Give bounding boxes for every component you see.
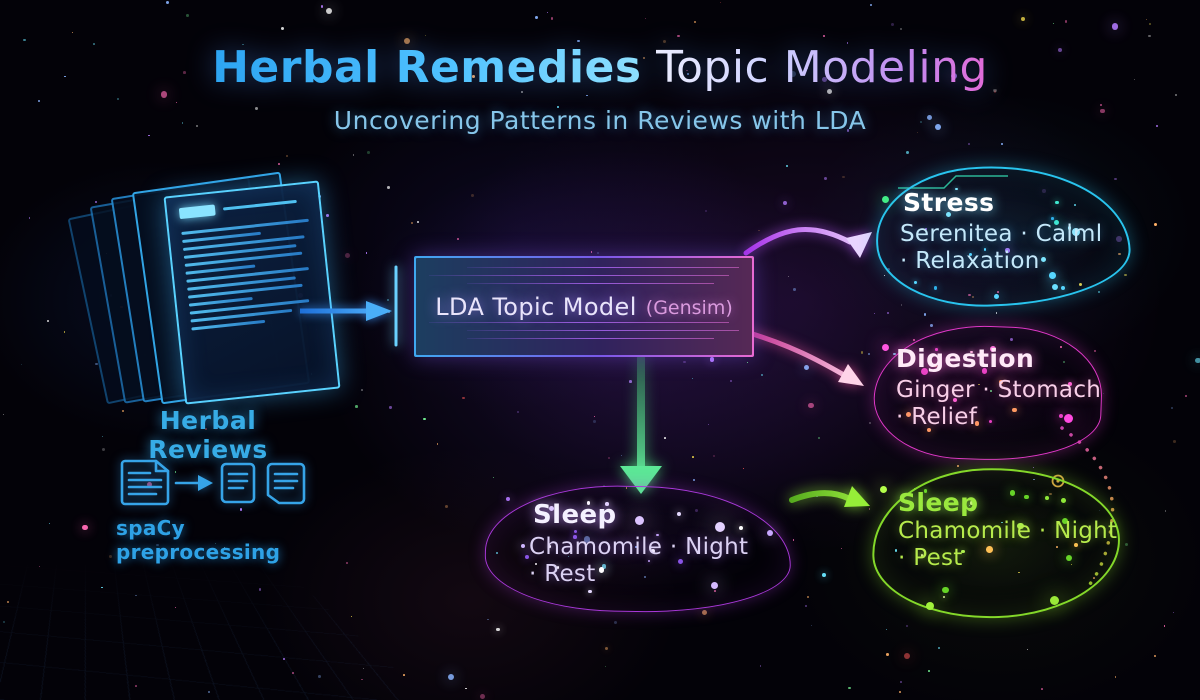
document-text-lines [181, 218, 319, 336]
lda-model-box: LDA Topic Model (Gensim) [414, 256, 754, 357]
perspective-grid [0, 559, 430, 700]
keywords-line: Chamomile · Night [898, 518, 1118, 544]
document-stack-illustration [67, 171, 341, 412]
preprocessing-icons [120, 459, 306, 506]
title-highlight: Herbal Remedies [212, 42, 642, 93]
keywords-line: · Pest [898, 545, 963, 571]
cluster-sleep-bottom: Sleep Chamomile · Night · Rest [483, 483, 793, 615]
document-sheet-front [163, 180, 341, 405]
preprocessing-group: spaCy preprocessing [116, 456, 326, 564]
title-rest: Topic Modeling [641, 42, 988, 93]
document-header-chip [178, 204, 216, 220]
cluster-stress: Stress Serenitea · Calml · Relaxation [873, 161, 1133, 311]
arrow-right-icon [174, 475, 213, 491]
cluster-keywords: Chamomile · Night · Pest [898, 518, 1117, 572]
page-title: Herbal Remedies Topic Modeling [0, 42, 1200, 93]
arrow-model-to-sleep [620, 354, 662, 494]
arrow-model-to-digestion [743, 329, 864, 386]
header: Herbal Remedies Topic Modeling Uncoverin… [0, 42, 1200, 136]
keywords-line: · Rest [529, 561, 596, 587]
lda-model-box-inner: LDA Topic Model (Gensim) [416, 258, 752, 355]
source-label: Herbal Reviews [148, 406, 268, 464]
cluster-title: Sleep [898, 488, 979, 517]
document-icon [220, 462, 256, 504]
cluster-keywords: Chamomile · Night · Rest [529, 534, 748, 588]
arrow-sleep-to-sleep [789, 486, 870, 507]
document-header-line [222, 199, 297, 211]
decorative-scanlines-top [429, 267, 739, 291]
arrow-model-to-stress [743, 227, 872, 258]
cluster-sleep-right: Sleep Chamomile · Night · Pest [869, 463, 1123, 623]
page-subtitle: Uncovering Patterns in Reviews with LDA [333, 106, 867, 136]
keywords-line: Chamomile · Night [529, 534, 749, 560]
keywords-line: Serenitea · Calml [900, 221, 1103, 247]
model-name: LDA Topic Model [435, 292, 637, 321]
model-engine: (Gensim) [645, 297, 733, 319]
lda-model-title: LDA Topic Model (Gensim) [416, 258, 752, 355]
cluster-title: Sleep [533, 500, 617, 530]
keywords-line: · Relaxation [900, 248, 1040, 274]
cluster-title: Digestion [896, 344, 1035, 373]
cluster-title: Stress [903, 188, 995, 217]
cluster-keywords: Serenitea · Calml · Relaxation [900, 221, 1102, 275]
keywords-line: Ginger · Stomach [896, 377, 1102, 403]
cluster-digestion: Digestion Ginger · Stomach · Relief [871, 322, 1105, 464]
cluster-keywords: Ginger · Stomach · Relief [896, 377, 1101, 431]
keywords-line: · Relief [896, 404, 978, 430]
document-icon [266, 462, 306, 505]
decorative-scanlines-bottom [429, 322, 739, 346]
preprocessing-label: spaCy preprocessing [116, 516, 281, 564]
document-icon [120, 459, 170, 506]
